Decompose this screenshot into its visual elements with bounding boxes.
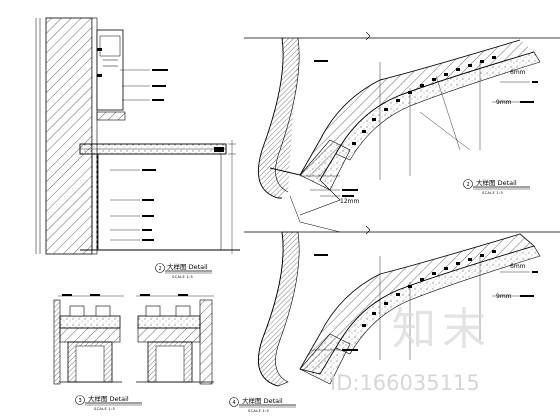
upper-dim-12mm: 12mm (340, 198, 359, 205)
profile-number: 3 (79, 398, 82, 404)
watermark: 知末 ID:166035115 (330, 304, 492, 395)
curve-lower-title: 大样图 Detail (242, 396, 283, 405)
profile-details: 3 大样图 Detail SCALE 1:5 (53, 294, 214, 411)
curve-lower-number: 4 (233, 400, 236, 406)
watermark-id: ID:166035115 (330, 371, 480, 395)
curve-upper-scale: SCALE 1:5 (482, 191, 503, 195)
curve-upper-title: 大样图 Detail (476, 178, 517, 187)
profile-title: 大样图 Detail (88, 394, 129, 403)
wall-section-detail: 2 大样图 Detail SCALE 1:5 (35, 17, 240, 279)
wall-section-title: 大样图 Detail (167, 262, 208, 271)
wall-section-scale: SCALE 1:5 (172, 275, 193, 279)
curve-upper-number: 2 (467, 182, 470, 188)
curve-lower-scale: SCALE 1:5 (248, 409, 269, 413)
lower-dim-6mm: 6mm (510, 263, 526, 270)
wall-section-number: 2 (159, 266, 162, 272)
upper-dim-6mm: 6mm (510, 69, 526, 76)
profile-scale: SCALE 1:5 (94, 407, 115, 411)
upper-dim-9mm: 9mm (496, 99, 512, 106)
watermark-logo: 知末 (392, 304, 492, 355)
curve-detail-upper: 6mm 9mm 12mm 2 大样图 Detail SCALE 1:5 (244, 31, 560, 233)
lower-dim-9mm: 9mm (496, 293, 512, 300)
curve-detail-lower: 6mm 9mm 4 大样图 Detail SCALE 1:5 (229, 225, 560, 413)
